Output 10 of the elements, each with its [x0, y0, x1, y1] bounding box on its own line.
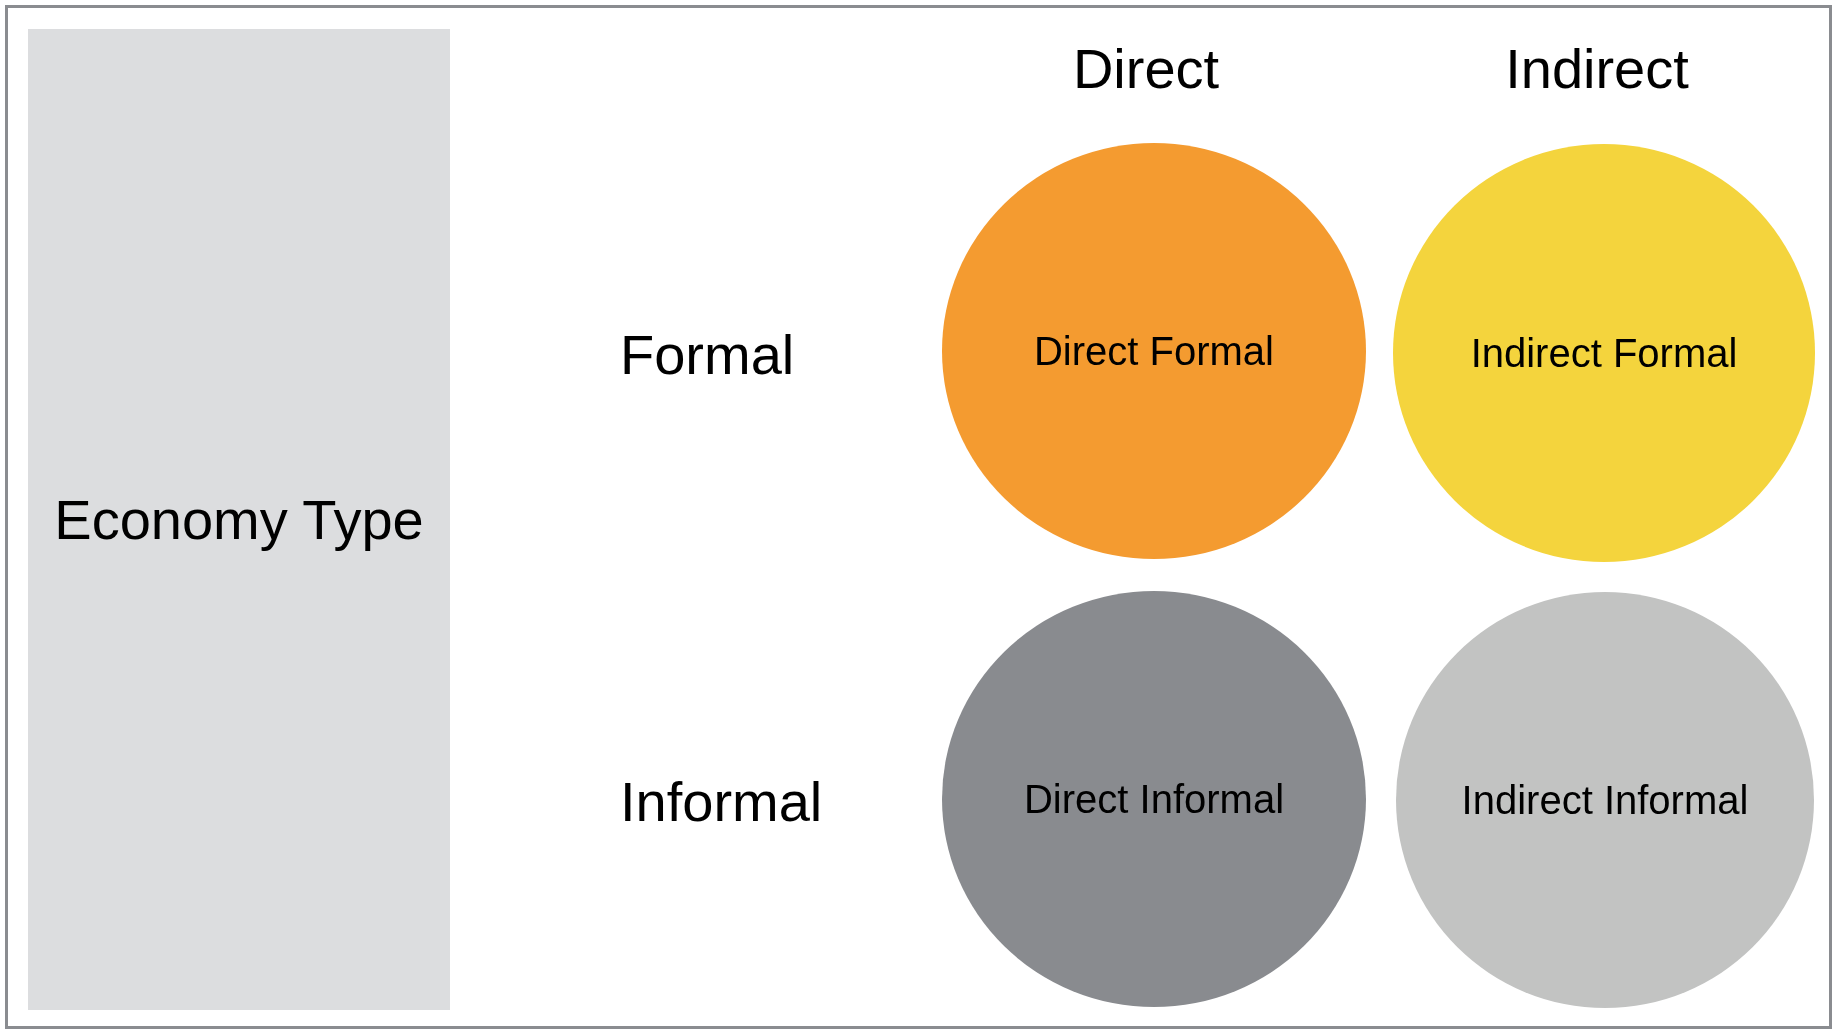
- node-label: Economy Type: [54, 486, 424, 553]
- column-header: Indirect: [1504, 36, 1690, 102]
- node-label: Indirect Informal: [1461, 777, 1749, 824]
- row-header: Informal: [620, 769, 824, 835]
- node-label: Indirect Formal: [1470, 330, 1738, 377]
- node-label: Direct Formal: [1034, 328, 1274, 375]
- category-panel: [28, 29, 450, 1010]
- node-label: Direct Informal: [1023, 776, 1285, 823]
- row-header: Formal: [620, 322, 796, 388]
- column-header: Direct: [1071, 36, 1221, 102]
